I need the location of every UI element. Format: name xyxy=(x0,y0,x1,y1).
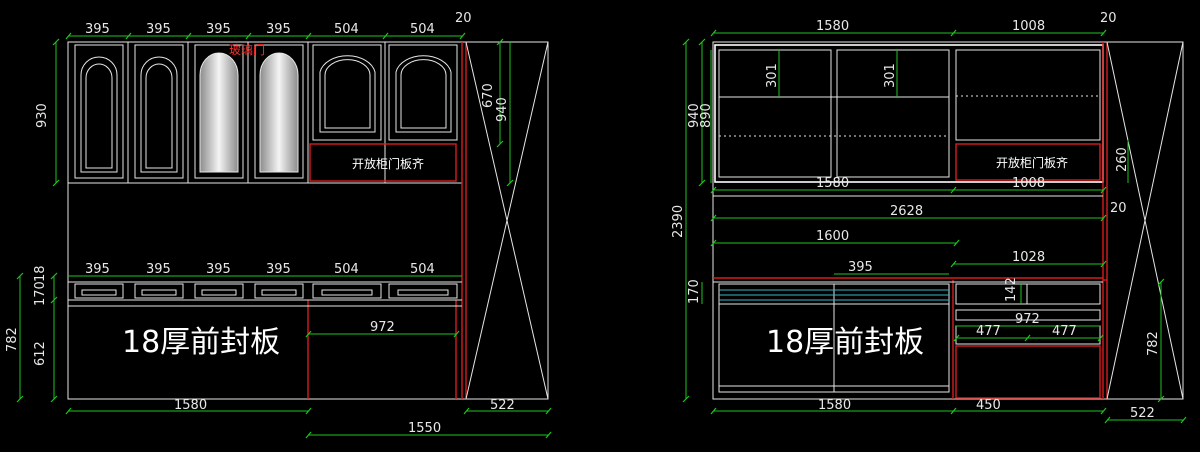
dim-left-522: 522 xyxy=(490,398,515,413)
dim-right-top-1008: 1008 xyxy=(1012,19,1045,34)
dim-right-260: 260 xyxy=(1115,147,1130,172)
dim-right-142: 142 xyxy=(1004,277,1019,302)
dim-right-477a: 477 xyxy=(976,324,1001,339)
arched-door-1 xyxy=(74,44,124,179)
dim-right-1600: 1600 xyxy=(816,229,849,244)
dim-right-gap20: 20 xyxy=(1110,201,1127,216)
dim-left-670: 670 xyxy=(481,83,496,108)
dim-right-477b: 477 xyxy=(1052,324,1077,339)
front-panel-label: 18厚前封板 xyxy=(122,325,280,360)
dim-right-782: 782 xyxy=(1146,331,1161,356)
dim-right-2390: 2390 xyxy=(671,205,686,238)
dim-right-940: 940 xyxy=(687,103,702,128)
dim-right-170: 170 xyxy=(687,279,702,304)
glass-door-2 xyxy=(254,44,304,179)
dim-left-972: 972 xyxy=(370,320,395,335)
right-front-panel-label: 18厚前封板 xyxy=(766,325,924,360)
dim-right-890: 890 xyxy=(699,103,714,128)
dim-right-301b: 301 xyxy=(883,63,898,88)
dim-right-top-20: 20 xyxy=(1100,11,1117,26)
dim-left-top-6: 504 xyxy=(410,22,435,37)
glass-door-label: 玻璃门 xyxy=(229,42,265,57)
dim-left-1550: 1550 xyxy=(408,421,441,436)
dim-left-top-4: 395 xyxy=(266,22,291,37)
dim-right-bot-450: 450 xyxy=(976,398,1001,413)
dim-left-mid-4: 395 xyxy=(266,262,291,277)
dim-left-mid-2: 395 xyxy=(146,262,171,277)
glass-door-1 xyxy=(194,44,244,179)
dim-left-18: 18 xyxy=(33,265,48,282)
dim-left-top-3: 395 xyxy=(206,22,231,37)
dim-left-top-2: 395 xyxy=(146,22,171,37)
dim-left-mid-5: 504 xyxy=(334,262,359,277)
dim-left-612: 612 xyxy=(33,341,48,366)
dim-right-mid-1008: 1008 xyxy=(1012,176,1045,191)
dim-right-2628: 2628 xyxy=(890,204,923,219)
right-elevation: 开放柜门板齐 18厚前封板 1580 1008 20 xyxy=(671,11,1187,424)
dim-right-395: 395 xyxy=(848,260,873,275)
dim-right-top-1580: 1580 xyxy=(816,19,849,34)
dim-left-top-5: 504 xyxy=(334,22,359,37)
left-elevation: 玻璃门 开放柜门板齐 18厚前封板 395 395 395 395 504 50… xyxy=(5,11,552,439)
arched-door-2 xyxy=(134,44,184,179)
open-panel-label: 开放柜门板齐 xyxy=(352,156,424,171)
dim-left-mid-3: 395 xyxy=(206,262,231,277)
dim-left-1580: 1580 xyxy=(174,398,207,413)
dim-left-940: 940 xyxy=(495,97,510,122)
dim-right-bot-1580: 1580 xyxy=(818,398,851,413)
dim-left-mid-6: 504 xyxy=(410,262,435,277)
dim-right-972: 972 xyxy=(1015,312,1040,327)
dim-right-1028: 1028 xyxy=(1012,250,1045,265)
dim-left-782: 782 xyxy=(5,327,20,352)
dim-left-170: 170 xyxy=(33,281,48,306)
dim-right-mid-1580: 1580 xyxy=(816,176,849,191)
arched-door-3 xyxy=(312,44,382,141)
dim-right-301a: 301 xyxy=(765,63,780,88)
arched-door-4 xyxy=(388,44,458,141)
dim-left-top-1: 395 xyxy=(85,22,110,37)
drawer-row xyxy=(74,283,458,299)
dim-left-top-gap: 20 xyxy=(455,11,472,26)
dim-right-bot-522: 522 xyxy=(1130,406,1155,421)
right-open-panel-label: 开放柜门板齐 xyxy=(996,155,1068,170)
dim-left-mid-1: 395 xyxy=(85,262,110,277)
dim-left-930: 930 xyxy=(35,103,50,128)
